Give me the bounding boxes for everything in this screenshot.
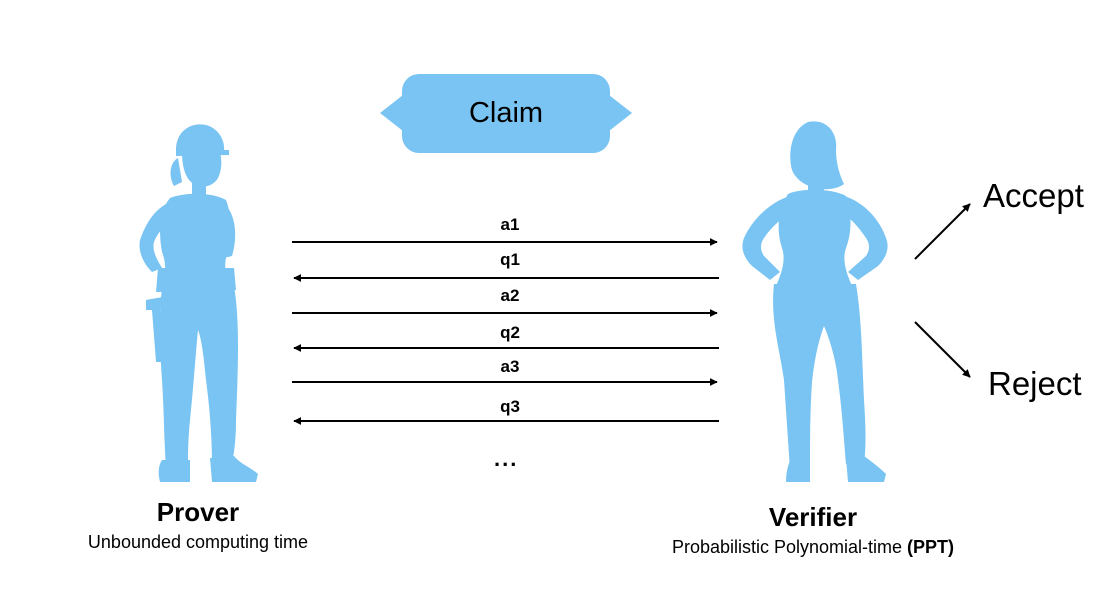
accept-arrow xyxy=(914,203,971,260)
accept-label: Accept xyxy=(983,177,1084,214)
message-label-a1: a1 xyxy=(500,215,520,234)
verifier-description: Probabilistic Polynomial-time (PPT) xyxy=(623,537,1003,558)
claim-label: Claim xyxy=(468,97,544,129)
claim-box xyxy=(380,74,632,153)
message-label-q2: q2 xyxy=(500,323,520,342)
verifier-description-ppt: (PPT) xyxy=(907,537,955,557)
message-label-q1: q1 xyxy=(500,250,520,269)
message-label-q3: q3 xyxy=(500,397,520,416)
verifier-silhouette-icon xyxy=(742,121,888,482)
prover-name: Prover xyxy=(156,497,240,527)
verifier-name: Verifier xyxy=(768,502,858,532)
verifier-description-text: Probabilistic Polynomial-time xyxy=(671,537,908,557)
prover-description: Unbounded computing time xyxy=(87,532,309,552)
message-label-a3: a3 xyxy=(500,357,520,376)
reject-arrow xyxy=(914,321,971,378)
reject-label: Reject xyxy=(988,365,1082,402)
more-messages-ellipsis: ... xyxy=(494,446,519,471)
message-label-a2: a2 xyxy=(500,286,520,305)
prover-silhouette-icon xyxy=(139,124,258,482)
message-arrows xyxy=(292,238,719,425)
